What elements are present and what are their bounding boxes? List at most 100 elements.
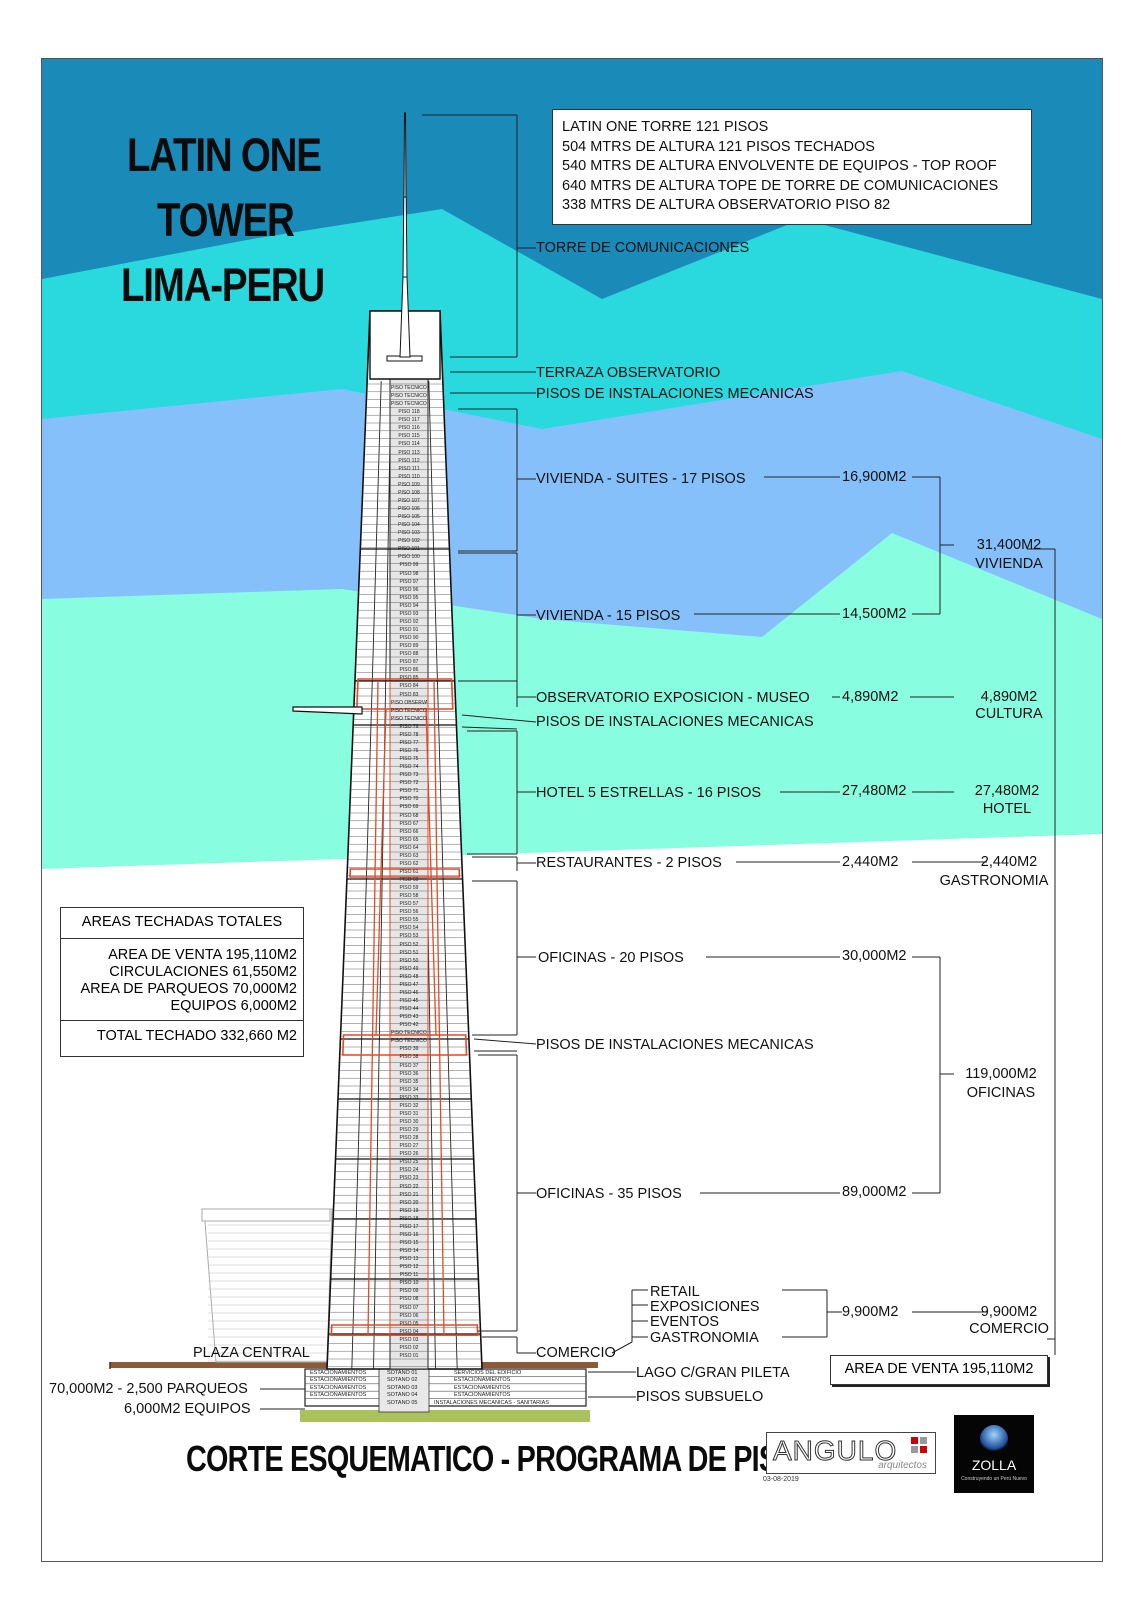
- floor-label: PISO 55: [399, 917, 419, 924]
- floor-label: PISO 52: [399, 941, 419, 948]
- floor-label: PISO 87: [399, 659, 419, 666]
- floor-label: PISO 107: [398, 497, 420, 504]
- floor-label: PISO 62: [399, 860, 419, 867]
- floor-label: PISO 90: [399, 635, 419, 642]
- floor-label: PISO 19: [399, 1207, 419, 1214]
- total-oficinas-value: 119,000M2: [965, 1066, 1037, 1082]
- floor-label: PISO TECNICO 40: [391, 1038, 427, 1045]
- tower-core: [389, 378, 429, 1370]
- mechanical-band: [355, 678, 454, 710]
- floor-label: PISO TECNICO 121: [391, 385, 427, 391]
- floor-label: PISO 71: [399, 788, 419, 795]
- floor-label: PISO 23: [399, 1175, 419, 1182]
- floor-label: PISO 108: [398, 489, 420, 496]
- label-gastronomia: GASTRONOMIA: [650, 1330, 759, 1346]
- floor-label: PISO 33: [399, 1094, 419, 1101]
- area-vivienda-15: 14,500M2: [842, 606, 907, 622]
- leader-lines: [260, 114, 1056, 1410]
- total-comercio-name: COMERCIO: [969, 1321, 1049, 1337]
- floor-label: PISO 54: [399, 925, 419, 932]
- label-lago: LAGO C/GRAN PILETA: [636, 1365, 790, 1381]
- label-retail: RETAIL: [650, 1284, 700, 1300]
- floor-label: PISO 118: [398, 409, 420, 416]
- label-mecanicas-3: PISOS DE INSTALACIONES MECANICAS: [536, 1037, 814, 1053]
- floor-label: PISO 24: [399, 1167, 419, 1174]
- ground-green: [300, 1410, 590, 1422]
- basement-service-label: ESTACIONAMIENTOS: [454, 1384, 511, 1391]
- floor-label: PISO 79: [399, 723, 419, 730]
- total-cultura-value: 4,890M2: [980, 689, 1038, 705]
- info-line: 504 MTRS DE ALTURA 121 PISOS TECHADOS: [562, 138, 875, 155]
- floor-label: PISO 29: [399, 1127, 419, 1134]
- floor-label: PISO 65: [399, 836, 419, 843]
- floor-label: PISO 64: [399, 844, 419, 851]
- zolla-logo: ZOLLA Construyendo un Perú Nuevo: [954, 1415, 1034, 1493]
- floor-label: PISO 110: [398, 473, 420, 480]
- floor-label: PISO 05: [399, 1320, 419, 1327]
- floor-label: PISO 50: [399, 957, 419, 964]
- floor-label: PISO 20: [399, 1199, 419, 1206]
- floor-label: PISO 103: [398, 530, 420, 537]
- info-line: 540 MTRS DE ALTURA ENVOLVENTE DE EQUIPOS…: [562, 158, 997, 174]
- floor-label: PISO 01: [399, 1352, 419, 1359]
- area-comercio: 9,900M2: [842, 1304, 899, 1320]
- floor-label: PISO 105: [398, 514, 420, 521]
- label-restaurantes: RESTAURANTES - 2 PISOS: [536, 855, 722, 871]
- floor-label: PISO 116: [398, 425, 420, 432]
- info-line: 640 MTRS DE ALTURA TOPE DE TORRE DE COMU…: [562, 177, 999, 194]
- total-hotel-name: HOTEL: [982, 801, 1032, 817]
- floor-label: PISO 70: [399, 796, 419, 803]
- floor-label: PISO 101: [398, 546, 420, 553]
- band-mint: [42, 533, 1102, 869]
- floor-label: PISO 96: [399, 586, 419, 593]
- floor-label: PISO 34: [399, 1086, 419, 1093]
- label-comercio: COMERCIO: [536, 1345, 616, 1361]
- floor-label: PISO OBSERVATORIO 82: [391, 699, 427, 706]
- label-exposiciones: EXPOSICIONES: [650, 1299, 760, 1315]
- angulo-logo-sub: arquitectos: [878, 1460, 927, 1471]
- floor-label: PISO 26: [399, 1151, 419, 1158]
- floor-label: PISO 58: [399, 893, 419, 900]
- angulo-logo: ANGULO arquitectos: [766, 1432, 936, 1474]
- area-oficinas-35: 89,000M2: [842, 1184, 907, 1200]
- areas-box-line: EQUIPOS 6,000M2: [170, 998, 297, 1014]
- leader-line: [473, 1038, 537, 1045]
- floor-label: PISO 66: [399, 828, 419, 835]
- basement-parking-label: ESTACIONAMIENTOS: [310, 1392, 367, 1399]
- mechanical-band: [341, 1034, 468, 1056]
- spire-lower: [399, 276, 411, 358]
- total-vivienda-name: VIVIENDA: [975, 556, 1043, 572]
- area-observatorio: 4,890M2: [842, 689, 899, 705]
- areas-box-divider: [61, 938, 303, 939]
- total-vivienda-value: 31,400M2: [976, 537, 1042, 553]
- floor-label: PISO 35: [399, 1078, 419, 1085]
- floor-label: PISO 99: [399, 562, 419, 569]
- label-plaza-central: PLAZA CENTRAL: [193, 1345, 310, 1361]
- total-cultura-name: CULTURA: [975, 706, 1043, 722]
- drawing-sheet: LATIN ONE TOWER LIMA-PERU LATIN ONE TORR…: [41, 58, 1103, 1562]
- tower-column: [351, 380, 382, 1370]
- floor-label: PISO 08: [399, 1296, 419, 1303]
- floor-label: PISO 98: [399, 570, 419, 577]
- area-restaurantes: 2,440M2: [842, 854, 899, 870]
- floor-label: PISO 43: [399, 1014, 419, 1021]
- floor-label: PISO 02: [399, 1344, 419, 1351]
- area-hotel: 27,480M2: [842, 783, 907, 799]
- floor-label: PISO TECNICO 41: [391, 1030, 427, 1037]
- floor-label: PISO 04: [399, 1328, 419, 1335]
- floor-label: PISO 06: [399, 1312, 419, 1319]
- floor-label: PISO 03: [399, 1336, 419, 1343]
- total-gastronomia-value: 2,440M2: [980, 854, 1038, 870]
- area-venta-box: AREA DE VENTA 195,110M2: [830, 1355, 1048, 1385]
- floor-label: PISO 115: [398, 433, 420, 440]
- floor-label: PISO 69: [399, 804, 419, 811]
- floor-label: PISO 47: [399, 981, 419, 988]
- floor-label: PISO 10: [399, 1280, 419, 1287]
- areas-box-line: AREA DE VENTA 195,110M2: [108, 947, 297, 963]
- floor-label: PISO 53: [399, 933, 419, 940]
- floor-label: PISO 36: [399, 1070, 419, 1077]
- angulo-logo-name: ANGULO: [772, 1435, 898, 1467]
- floor-label: PISO 42: [399, 1022, 419, 1029]
- total-gastronomia-name: GASTRONOMIA: [939, 873, 1049, 889]
- basement-parking-label: ESTACIONAMIENTOS: [310, 1384, 367, 1391]
